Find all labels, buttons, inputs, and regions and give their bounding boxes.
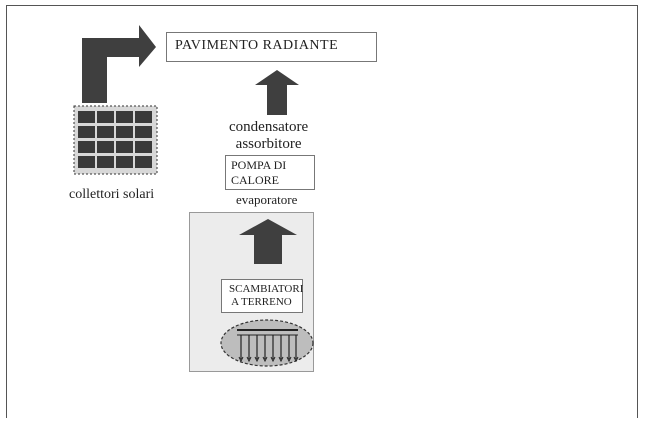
evaporator-label: evaporatore: [236, 192, 298, 207]
condenser-absorber-label: condensatore assorbitore: [229, 119, 309, 152]
radiant-floor-label: PAVIMENTO RADIANTE: [175, 38, 339, 53]
solar-collectors-label: collettori solari: [69, 187, 155, 202]
heat-pump-label: POMPA DI CALORE: [231, 158, 287, 187]
solar-panel-icon: [73, 105, 158, 175]
radiant-floor-box: PAVIMENTO RADIANTE: [166, 32, 377, 62]
up-arrow-lower-icon: [239, 219, 297, 264]
up-arrow-upper-icon: [255, 70, 299, 115]
figure-frame: [6, 5, 638, 418]
heat-pump-box: POMPA DI CALORE: [225, 155, 315, 190]
ground-exchangers-label: SCAMBIATORI A TERRENO: [229, 283, 304, 308]
ground-exchangers-box: SCAMBIATORI A TERRENO: [221, 279, 303, 313]
ground-probes-icon: [220, 319, 314, 367]
solar-bent-arrow-icon: [82, 25, 156, 103]
